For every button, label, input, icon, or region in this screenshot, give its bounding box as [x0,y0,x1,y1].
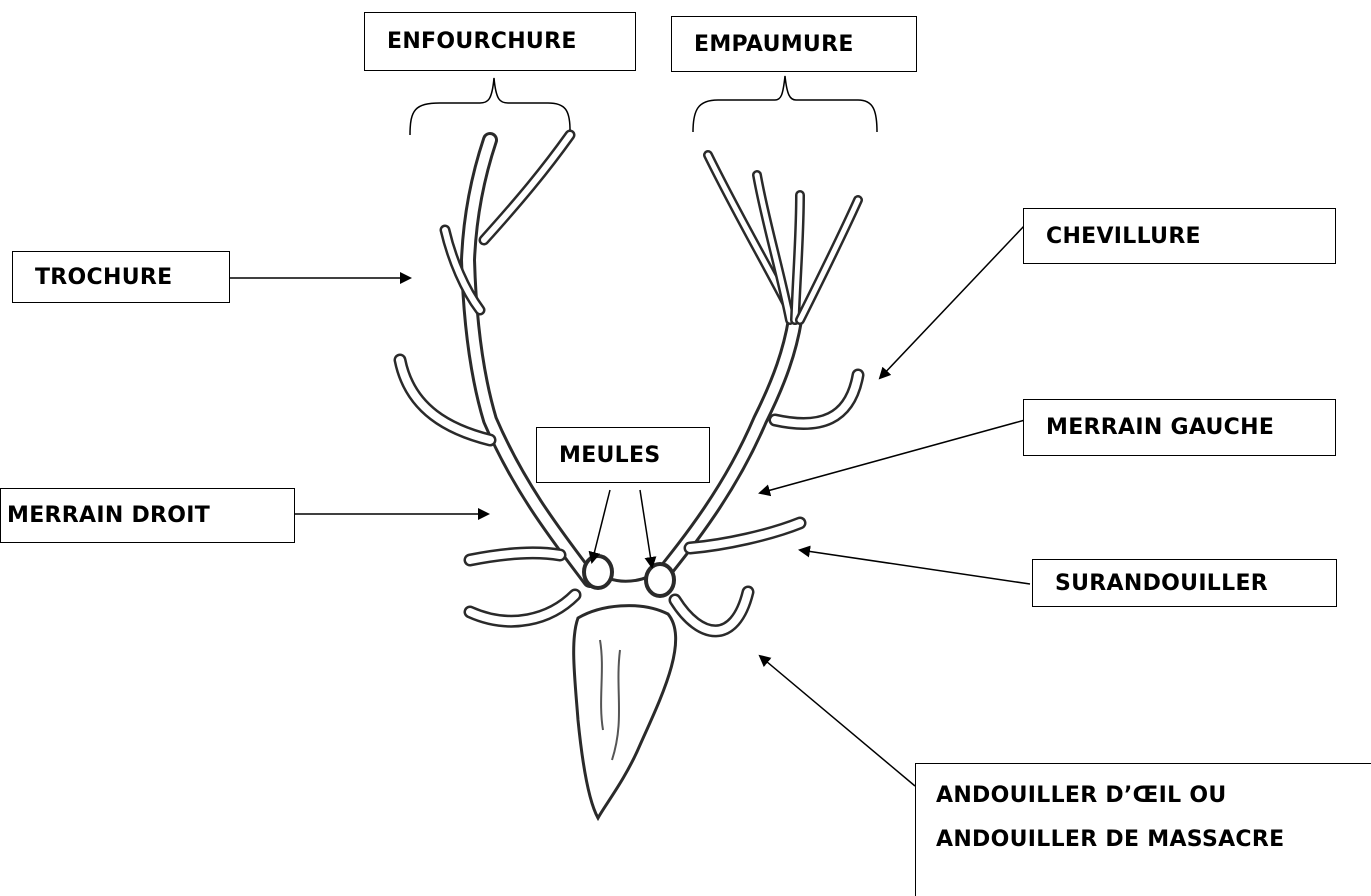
meules-arrow-left [592,490,610,562]
enfourchure-brace [410,78,570,135]
left-antler [646,155,858,631]
surandouiller-arrow [800,550,1030,584]
label-empaumure: EMPAUMURE [671,16,917,72]
label-andouiller: ANDOUILLER D’ŒIL OU ANDOUILLER DE MASSAC… [915,763,1371,896]
skull [574,606,676,818]
label-merrain-gauche: MERRAIN GAUCHE [1023,399,1336,456]
label-meules: MEULES [536,427,710,483]
chevillure-arrow [880,225,1025,378]
label-trochure: TROCHURE [12,251,230,303]
label-merrain-droit: MERRAIN DROIT [0,488,295,543]
label-chevillure: CHEVILLURE [1023,208,1336,264]
right-antler [400,135,612,621]
label-enfourchure: ENFOURCHURE [364,12,636,71]
merrain-gauche-arrow [760,420,1025,493]
andouiller-arrow [760,656,915,786]
empaumure-brace [693,76,877,132]
andouiller-line-2: ANDOUILLER DE MASSACRE [936,818,1371,862]
andouiller-line-1: ANDOUILLER D’ŒIL OU [936,774,1371,818]
label-surandouiller: SURANDOUILLER [1032,559,1337,607]
meules-arrow-right [640,490,652,567]
